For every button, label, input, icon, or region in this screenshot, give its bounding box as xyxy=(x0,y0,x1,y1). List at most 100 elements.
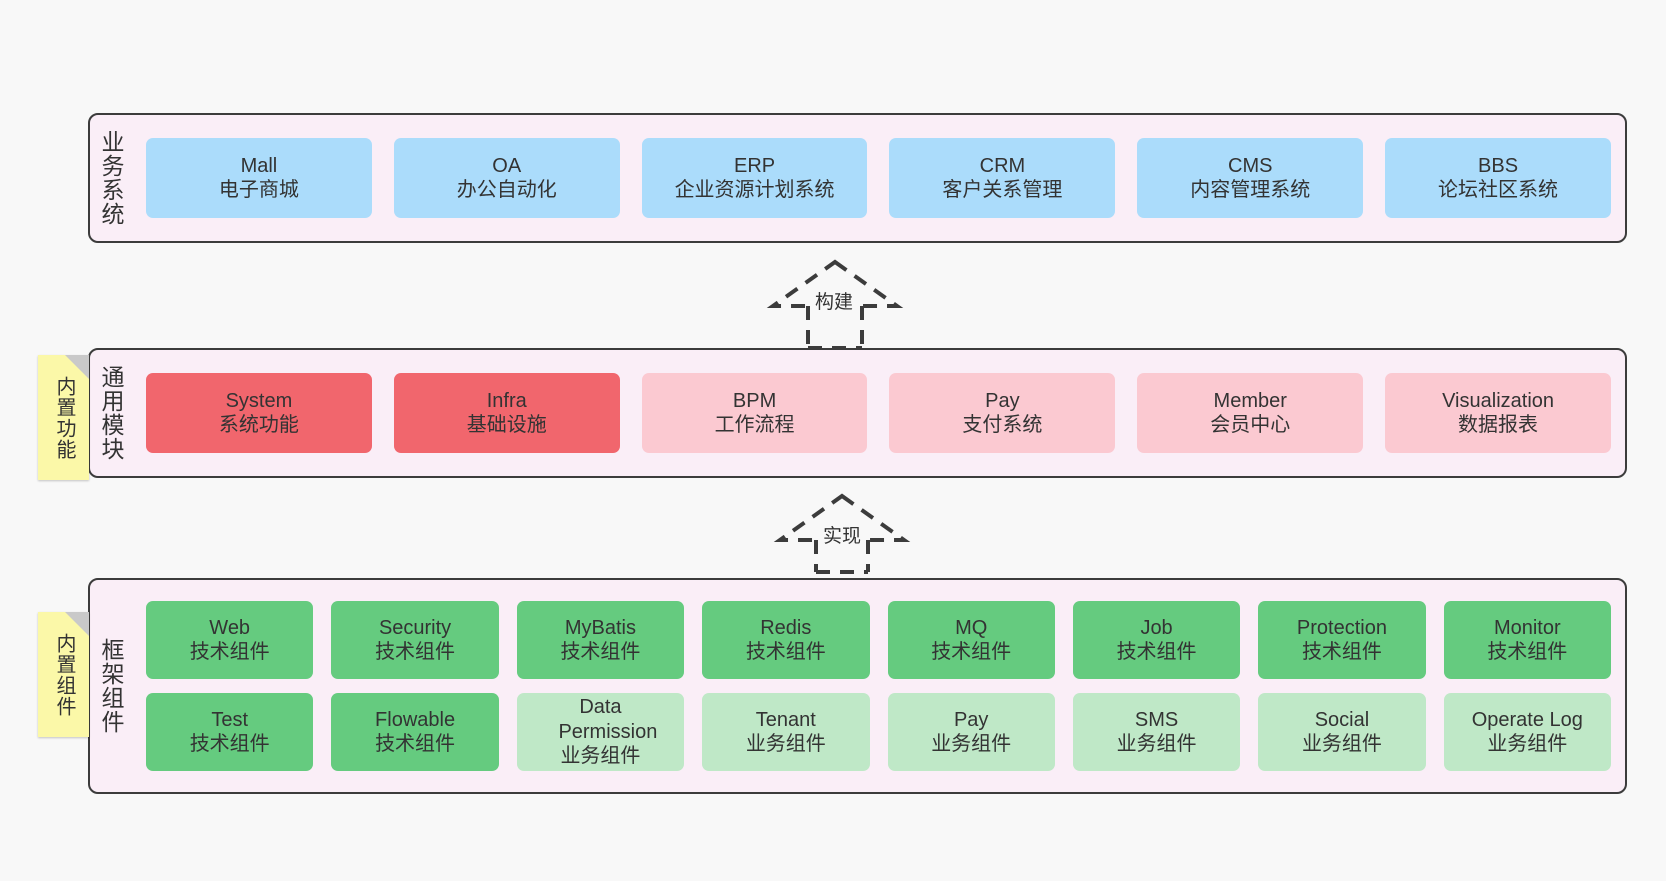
node-infra[interactable]: Infra 基础设施 xyxy=(393,373,620,453)
node-social[interactable]: Social 业务组件 xyxy=(1258,693,1426,771)
node-visualization-name: Visualization xyxy=(1442,389,1555,412)
node-mq-name: MQ xyxy=(955,616,988,639)
node-security[interactable]: Security 技术组件 xyxy=(331,601,499,679)
node-cms[interactable]: CMS 内容管理系统 xyxy=(1137,138,1364,218)
layer-framework-components: 框架组件 Web 技术组件 Security 技术组件 MyBatis 技术组件… xyxy=(88,578,1627,794)
node-flowable[interactable]: Flowable 技术组件 xyxy=(331,693,499,771)
node-security-sub: 技术组件 xyxy=(375,641,456,663)
node-bbs-sub: 论坛社区系统 xyxy=(1438,179,1559,201)
node-web-sub: 技术组件 xyxy=(189,641,270,663)
sticky-note-builtin-components-label: 内置组件 xyxy=(53,632,75,717)
node-data-permission[interactable]: Data Permission 业务组件 xyxy=(516,693,685,771)
node-pay-module-sub: 支付系统 xyxy=(962,414,1043,436)
node-security-name: Security xyxy=(378,616,452,639)
node-crm-sub: 客户关系管理 xyxy=(942,179,1063,201)
layer-common-modules: 通用模块 System 系统功能 Infra 基础设施 BPM 工作流程 Pay… xyxy=(88,348,1627,478)
module-row: System 系统功能 Infra 基础设施 BPM 工作流程 Pay 支付系统… xyxy=(146,373,1611,453)
node-mall-sub: 电子商城 xyxy=(218,179,299,201)
layer-business-systems-label: 业务系统 xyxy=(98,130,124,226)
node-flowable-sub: 技术组件 xyxy=(375,733,456,755)
node-operate-log[interactable]: Operate Log 业务组件 xyxy=(1443,693,1611,771)
sticky-note-builtin-features-label: 内置功能 xyxy=(53,375,75,460)
node-mybatis-name: MyBatis xyxy=(564,616,636,639)
sticky-fold-icon xyxy=(65,612,89,636)
node-operate-log-sub: 业务组件 xyxy=(1487,733,1568,755)
layer-framework-components-label: 框架组件 xyxy=(98,638,124,734)
node-protection-sub: 技术组件 xyxy=(1301,641,1382,663)
node-flowable-name: Flowable xyxy=(375,708,456,731)
connector-build: 构建 xyxy=(760,258,910,350)
node-pay-module-name: Pay xyxy=(985,389,1020,412)
node-mq-sub: 技术组件 xyxy=(931,641,1012,663)
sticky-fold-icon xyxy=(65,355,89,379)
node-mall[interactable]: Mall 电子商城 xyxy=(146,138,372,218)
node-monitor-name: Monitor xyxy=(1493,616,1561,639)
node-redis[interactable]: Redis 技术组件 xyxy=(702,601,870,679)
node-mybatis[interactable]: MyBatis 技术组件 xyxy=(516,601,685,679)
node-sms[interactable]: SMS 业务组件 xyxy=(1072,693,1241,771)
node-operate-log-name: Operate Log xyxy=(1471,708,1583,731)
node-bbs[interactable]: BBS 论坛社区系统 xyxy=(1385,138,1611,218)
node-bpm-sub: 工作流程 xyxy=(714,414,795,436)
layer-business-systems-body: Mall 电子商城 OA 办公自动化 ERP 企业资源计划系统 CRM 客户关系… xyxy=(132,115,1625,241)
node-test[interactable]: Test 技术组件 xyxy=(146,693,314,771)
node-erp-sub: 企业资源计划系统 xyxy=(674,179,835,201)
sticky-note-builtin-components: 内置组件 xyxy=(38,612,89,737)
node-monitor-sub: 技术组件 xyxy=(1487,641,1568,663)
node-oa-name: OA xyxy=(492,154,522,177)
node-data-permission-name: Data Permission xyxy=(558,696,658,743)
node-crm-name: CRM xyxy=(979,154,1026,177)
node-bpm[interactable]: BPM 工作流程 xyxy=(641,373,868,453)
layer-common-modules-label: 通用模块 xyxy=(98,365,124,461)
sticky-note-builtin-features: 内置功能 xyxy=(38,355,89,480)
connector-realize: 实现 xyxy=(772,492,922,574)
node-visualization-sub: 数据报表 xyxy=(1458,414,1539,436)
node-monitor[interactable]: Monitor 技术组件 xyxy=(1443,601,1611,679)
node-protection[interactable]: Protection 技术组件 xyxy=(1258,601,1426,679)
business-row: Mall 电子商城 OA 办公自动化 ERP 企业资源计划系统 CRM 客户关系… xyxy=(146,138,1611,218)
node-sms-sub: 业务组件 xyxy=(1116,733,1197,755)
framework-biz-row: Test 技术组件 Flowable 技术组件 Data Permission … xyxy=(146,693,1611,771)
node-protection-name: Protection xyxy=(1296,616,1387,639)
node-bpm-name: BPM xyxy=(732,389,777,412)
node-job-sub: 技术组件 xyxy=(1116,641,1197,663)
node-infra-name: Infra xyxy=(486,389,527,412)
node-test-name: Test xyxy=(211,708,249,731)
node-tenant-name: Tenant xyxy=(755,708,816,731)
node-system-name: System xyxy=(225,389,293,412)
node-data-permission-sub: 业务组件 xyxy=(560,745,641,768)
layer-common-modules-body: System 系统功能 Infra 基础设施 BPM 工作流程 Pay 支付系统… xyxy=(132,350,1625,476)
connector-realize-label: 实现 xyxy=(820,525,865,548)
layer-business-systems: 业务系统 Mall 电子商城 OA 办公自动化 ERP 企业资源计划系统 CRM… xyxy=(88,113,1627,243)
node-pay-component-sub: 业务组件 xyxy=(931,733,1012,755)
node-job-name: Job xyxy=(1140,616,1173,639)
connector-build-label: 构建 xyxy=(812,291,857,314)
layer-framework-components-body: Web 技术组件 Security 技术组件 MyBatis 技术组件 Redi… xyxy=(132,580,1625,792)
node-crm[interactable]: CRM 客户关系管理 xyxy=(889,138,1116,218)
node-mybatis-sub: 技术组件 xyxy=(560,641,641,663)
node-erp[interactable]: ERP 企业资源计划系统 xyxy=(641,138,868,218)
node-social-sub: 业务组件 xyxy=(1301,733,1382,755)
node-member-sub: 会员中心 xyxy=(1210,414,1291,436)
node-test-sub: 技术组件 xyxy=(189,733,270,755)
node-visualization[interactable]: Visualization 数据报表 xyxy=(1385,373,1611,453)
node-tenant-sub: 业务组件 xyxy=(745,733,826,755)
node-member[interactable]: Member 会员中心 xyxy=(1137,373,1364,453)
node-tenant[interactable]: Tenant 业务组件 xyxy=(702,693,870,771)
node-member-name: Member xyxy=(1213,389,1287,412)
node-bbs-name: BBS xyxy=(1478,154,1519,177)
node-web[interactable]: Web 技术组件 xyxy=(146,601,314,679)
node-system[interactable]: System 系统功能 xyxy=(146,373,372,453)
node-oa[interactable]: OA 办公自动化 xyxy=(393,138,620,218)
node-pay-module[interactable]: Pay 支付系统 xyxy=(889,373,1116,453)
node-pay-component[interactable]: Pay 业务组件 xyxy=(887,693,1055,771)
node-redis-sub: 技术组件 xyxy=(745,641,826,663)
node-web-name: Web xyxy=(209,616,251,639)
node-social-name: Social xyxy=(1314,708,1370,731)
node-job[interactable]: Job 技术组件 xyxy=(1072,601,1241,679)
node-cms-name: CMS xyxy=(1228,154,1273,177)
node-mq[interactable]: MQ 技术组件 xyxy=(887,601,1055,679)
node-system-sub: 系统功能 xyxy=(218,414,299,436)
node-cms-sub: 内容管理系统 xyxy=(1190,179,1311,201)
